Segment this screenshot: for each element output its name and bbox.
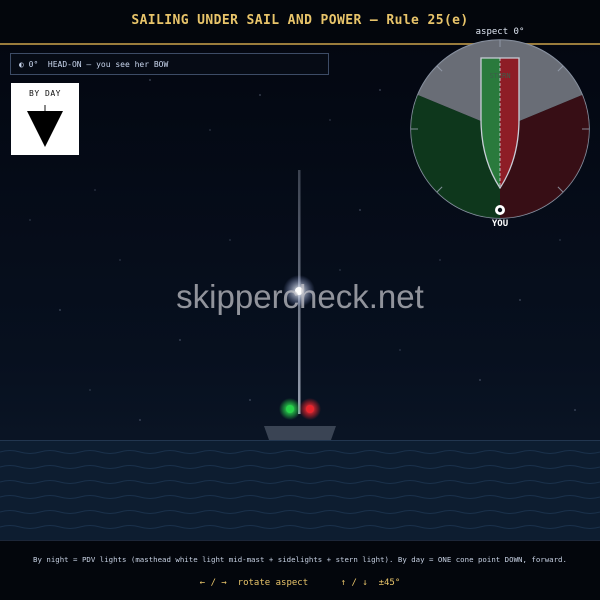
masthead-light: [295, 287, 303, 295]
title-bar: SAILING UNDER SAIL AND POWER — Rule 25(e…: [0, 0, 600, 45]
day-shape-card: BY DAY: [11, 83, 79, 155]
you-label: YOU: [492, 219, 508, 229]
stern-label: STERN: [489, 72, 510, 80]
sea: [0, 440, 600, 540]
aspect-compass[interactable]: STERN YOU: [408, 38, 592, 238]
starboard-sector: [411, 95, 500, 218]
port-sector: [500, 95, 589, 218]
cone-down-icon: [27, 105, 63, 147]
hull: [264, 426, 336, 440]
rotate-controls: ← / → rotate aspect: [199, 578, 309, 588]
watermark: skipperсheck.net: [176, 278, 424, 315]
footer: By night = PDV lights (masthead white li…: [0, 540, 600, 600]
controls-hint: ← / → rotate aspect ↑ / ↓ ±45°: [0, 578, 600, 588]
port-light: [306, 405, 314, 413]
rule-description: By night = PDV lights (masthead white li…: [33, 555, 567, 564]
day-shape-label: BY DAY: [29, 89, 61, 98]
boat-silhouette: STERN: [480, 57, 520, 190]
step-controls: ↑ / ↓ ±45°: [340, 578, 401, 588]
aspect-readout: aspect 0°: [475, 27, 525, 37]
aspect-info-box: ◐ 0° HEAD-ON — you see her BOW: [10, 53, 329, 75]
aspect-info-text: ◐ 0° HEAD-ON — you see her BOW: [19, 60, 169, 69]
starboard-light: [286, 405, 294, 413]
page-title: SAILING UNDER SAIL AND POWER — Rule 25(e…: [131, 13, 469, 28]
